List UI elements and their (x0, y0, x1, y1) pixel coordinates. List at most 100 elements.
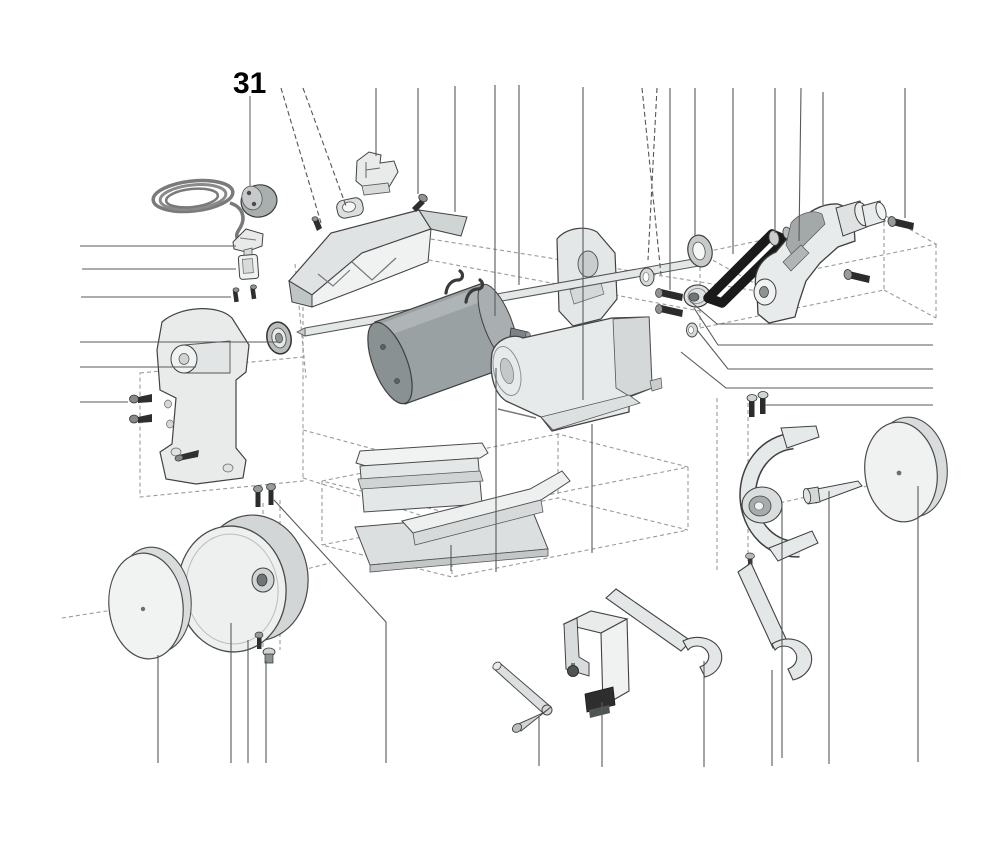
motor-left-cap (367, 321, 413, 405)
shaft-tip (296, 327, 306, 337)
screw-head (757, 391, 769, 399)
cover-screw (412, 193, 428, 212)
screw-shaft (660, 305, 683, 317)
right-screws (843, 216, 914, 283)
screw-head (129, 414, 139, 424)
foot-screw-head (174, 454, 184, 462)
base-plate-edge (369, 548, 549, 573)
guard-tail (768, 530, 819, 562)
hex-key-short-arm (513, 706, 552, 732)
leader-lines (80, 85, 933, 767)
bracket-detail (239, 237, 257, 241)
hex-key-end-cap (511, 723, 523, 733)
leader-line (696, 329, 933, 370)
wrench-jaw (771, 638, 813, 681)
cord-loop (151, 178, 235, 214)
wrench-jaw (682, 636, 723, 678)
screw-shaft (760, 397, 766, 414)
switch-cover-foot (361, 182, 391, 196)
guard-screw-pair-right (746, 391, 769, 417)
cover-screw-small (311, 216, 322, 231)
clamp-panel (600, 618, 630, 707)
bearing-bore (275, 332, 283, 344)
cup-fasteners (254, 631, 276, 664)
leader-line (689, 300, 933, 325)
bearing (266, 321, 292, 355)
lower-housing-foot (540, 394, 641, 431)
rail-lip-lower (357, 470, 484, 490)
power-plug (240, 184, 278, 218)
guide-line (294, 263, 307, 379)
right-grinding-wheel (864, 416, 948, 523)
washer-hole (692, 241, 706, 261)
pulley-hub (688, 292, 700, 302)
leader-line (693, 307, 933, 346)
screw-shaft (412, 200, 425, 212)
leader-line-dashed (641, 87, 662, 276)
cord-loop (158, 183, 228, 211)
cover-flange (417, 209, 468, 237)
leader-line (798, 87, 802, 242)
switch-screws (232, 284, 257, 303)
switch-insert (237, 254, 260, 280)
wheel-center (896, 470, 902, 476)
cover-crease (351, 257, 397, 281)
housing-boss-hole (178, 353, 190, 365)
housing-side-hole (164, 399, 172, 409)
spindle-tip-cap (875, 201, 887, 221)
arbor-cone (802, 480, 863, 505)
switch-bracket (232, 228, 264, 258)
screw-shaft (138, 414, 152, 423)
wheel-face (108, 552, 184, 660)
leader-line (680, 351, 933, 389)
left-wheel-guard-cup (177, 514, 309, 653)
clamp-knob (567, 665, 579, 677)
screw-head (266, 483, 276, 491)
clamp-bracket (562, 610, 630, 718)
left-housing (156, 308, 250, 485)
motor-bolt (380, 344, 386, 350)
power-cord-coil (151, 178, 245, 241)
screw-head (253, 485, 263, 493)
screw-head (129, 394, 139, 404)
washer (768, 230, 780, 246)
screw-shaft (255, 491, 261, 507)
cord-lead (229, 201, 245, 241)
lower-housing-tab (649, 377, 663, 392)
leader-line (273, 499, 387, 763)
callout-label-31: 31 (233, 67, 266, 100)
lower-housing-bore (492, 346, 522, 396)
lower-housing-slot (497, 408, 537, 419)
guard-screw-pair-left (253, 483, 276, 507)
screw-shaft (268, 489, 274, 505)
guide-line (883, 289, 937, 319)
screw-head (655, 304, 663, 314)
washer-hole (688, 326, 694, 334)
open-end-wrench-small (605, 588, 723, 678)
guard-top-arm (780, 425, 820, 449)
front-rail-face (412, 499, 544, 546)
right-housing-slot (782, 244, 810, 272)
cone-base-cap (802, 488, 812, 504)
lower-housing (490, 316, 663, 432)
plug-pin (251, 201, 257, 207)
clamp-leg (563, 617, 590, 677)
right-wheel-guard (739, 425, 820, 562)
motor-bolt (394, 378, 400, 384)
cup-hub-hole (256, 573, 268, 587)
guide-box-left-housing (139, 356, 304, 498)
leader-line-dashed (647, 87, 658, 261)
screw-shaft (257, 637, 262, 649)
plug-pin (246, 190, 252, 196)
screw-shaft (848, 271, 870, 283)
screw-head (887, 216, 897, 227)
leader-line-dashed (302, 87, 347, 207)
cord-loop (164, 187, 220, 209)
switch-cover (355, 151, 399, 196)
switch-cover-detail (365, 162, 381, 178)
pulley-screws (655, 288, 683, 317)
screw-head (254, 631, 264, 639)
right-housing-body (754, 203, 856, 324)
